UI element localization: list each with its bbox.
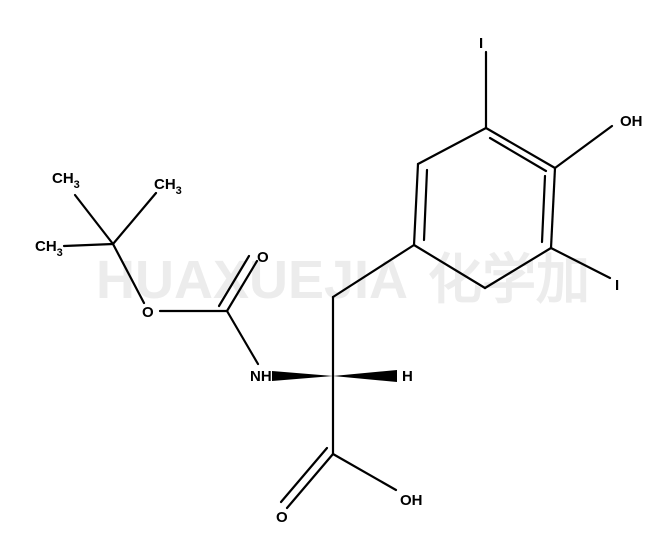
bond-c-o-double	[285, 452, 335, 510]
ring-bond	[483, 246, 553, 290]
atom-methyl-3: CH3	[35, 238, 63, 259]
watermark: HUAXUEJIA 化学加	[96, 250, 590, 310]
atom-ester-oxygen: O	[142, 304, 154, 321]
bond-ring-ch2	[331, 243, 416, 299]
bond-tbutyl-ch3-1	[73, 193, 115, 246]
ring-inner-bond	[422, 168, 429, 242]
atom-acid-oxygen: O	[276, 509, 288, 526]
ring-bond	[412, 162, 420, 247]
ring-inner-bond	[540, 174, 547, 244]
watermark-latin: HUAXUEJIA	[96, 250, 408, 310]
bond-tbutyl-ch3-2	[111, 191, 158, 246]
atom-iodine-right: I	[615, 277, 619, 294]
bond-c-oh	[553, 124, 614, 170]
ring-inner-bond	[488, 136, 548, 173]
ring-bond	[412, 243, 487, 290]
bond-c-i-right	[549, 246, 612, 280]
bond-c-o-double-boc	[225, 259, 259, 313]
bond-c-o-double-boc-2	[217, 254, 251, 308]
bond-tbutyl-ch3-3	[62, 242, 115, 248]
wedge-bond-h	[333, 370, 397, 382]
bond-c-o-double-2	[279, 446, 329, 504]
atom-hydroxyl: OH	[620, 113, 643, 130]
atom-amine: NH	[250, 368, 272, 385]
benzene-ring	[412, 126, 557, 290]
atom-hydrogen: H	[402, 368, 413, 385]
atom-acid-hydroxyl: OH	[400, 492, 423, 509]
ring-bond	[416, 126, 488, 166]
atom-methyl-1: CH3	[52, 170, 80, 191]
atom-carbonyl-oxygen: O	[257, 249, 269, 266]
ring-bond	[549, 166, 557, 250]
bond-c-oh-acid	[331, 452, 398, 492]
bond-n-carbonyl	[225, 309, 260, 366]
ring-bond	[484, 126, 557, 170]
wedge-bond-n	[272, 371, 333, 381]
bond-o-tbutyl	[111, 242, 146, 305]
watermark-chinese: 化学加	[428, 250, 590, 310]
atom-methyl-2: CH3	[154, 176, 182, 197]
atom-iodine-top: I	[479, 35, 483, 52]
